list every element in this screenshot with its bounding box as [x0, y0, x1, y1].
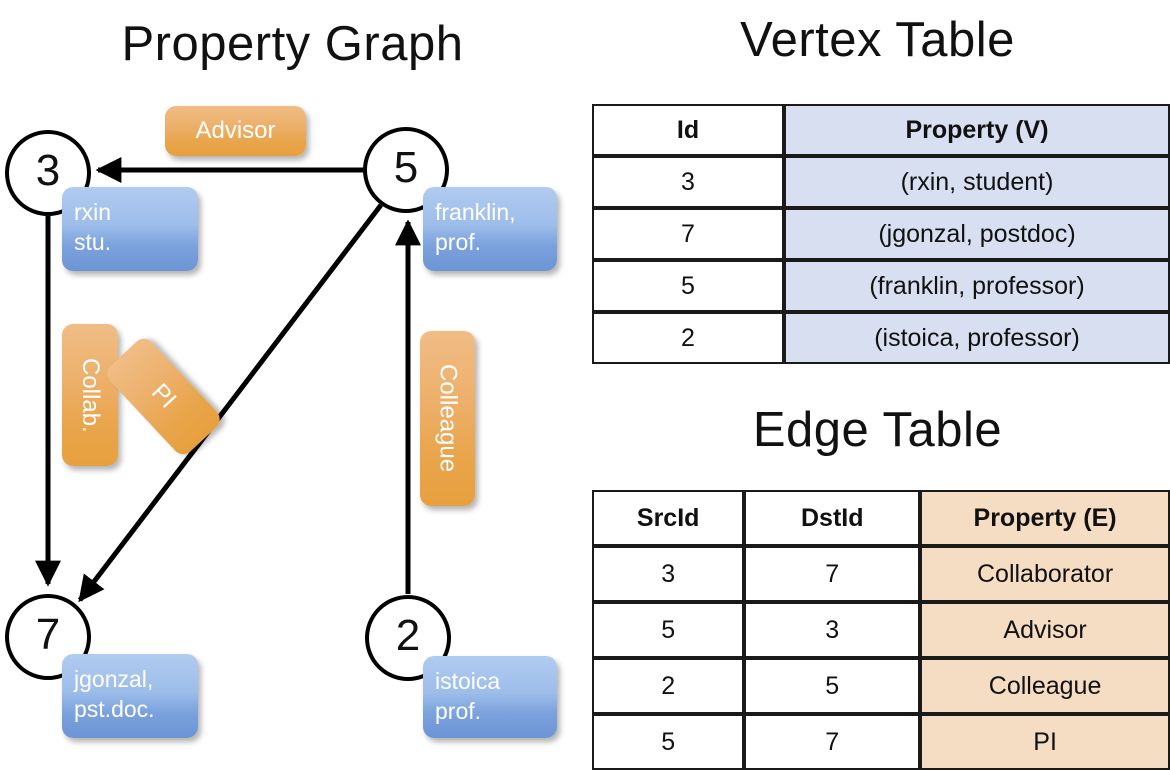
- edge-label-colleague[interactable]: Colleague: [420, 331, 475, 506]
- property-box-node-2[interactable]: istoica prof.: [423, 656, 557, 738]
- edge-row-2-src: 2: [592, 658, 745, 714]
- vertex-row-0-property: (rxin, student): [784, 156, 1170, 208]
- property-box-node-3-line2: stu.: [74, 229, 112, 255]
- edge-label-collab[interactable]: Collab.: [62, 324, 118, 466]
- property-graph-panel: 3 5 7 2 rxin stu. franklin, prof. jgonza…: [0, 0, 585, 760]
- vertex-table-header-id: Id: [592, 104, 784, 156]
- edge-row-1-src: 5: [592, 602, 745, 658]
- vertex-row-3-id: 2: [592, 312, 784, 364]
- edge-table-row[interactable]: 5 3 Advisor: [592, 602, 1170, 658]
- edge-table-title: Edge Table: [752, 403, 1003, 457]
- edge-table: SrcId DstId Property (E) 3 7 Collaborato…: [592, 490, 1170, 770]
- property-box-node-7-line2: pst.doc.: [74, 696, 155, 722]
- property-box-node-7[interactable]: jgonzal, pst.doc.: [62, 654, 198, 738]
- edge-label-advisor[interactable]: Advisor: [165, 106, 306, 156]
- edge-table-header-row: SrcId DstId Property (E): [592, 490, 1170, 546]
- graph-node-5-label: 5: [393, 143, 419, 192]
- edge-row-1-property: Advisor: [920, 602, 1170, 658]
- vertex-table-row[interactable]: 2 (istoica, professor): [592, 312, 1170, 364]
- graph-node-3-label: 3: [35, 146, 61, 195]
- edge-label-colleague-text: Colleague: [434, 364, 462, 473]
- edge-row-0-src: 3: [592, 546, 745, 602]
- edge-table-row[interactable]: 2 5 Colleague: [592, 658, 1170, 714]
- edge-label-pi-text: PI: [146, 378, 182, 414]
- edge-label-collab-text: Collab.: [77, 357, 104, 433]
- property-box-node-2-line2: prof.: [435, 698, 482, 724]
- property-box-node-3[interactable]: rxin stu.: [62, 187, 198, 271]
- vertex-table-row[interactable]: 5 (franklin, professor): [592, 260, 1170, 312]
- property-box-node-2-line1: istoica: [435, 668, 501, 694]
- edge-label-advisor-text: Advisor: [195, 117, 276, 144]
- edge-row-3-property: PI: [920, 714, 1170, 770]
- edge-table-row[interactable]: 5 7 PI: [592, 714, 1170, 770]
- edge-row-0-dst: 7: [744, 546, 921, 602]
- edge-table-row[interactable]: 3 7 Collaborator: [592, 546, 1170, 602]
- edge-table-header-dstid: DstId: [744, 490, 921, 546]
- vertex-row-2-id: 5: [592, 260, 784, 312]
- vertex-table-header-property: Property (V): [784, 104, 1170, 156]
- property-graph-title: Property Graph: [121, 17, 464, 71]
- edge-row-3-dst: 7: [744, 714, 921, 770]
- vertex-table-header-row: Id Property (V): [592, 104, 1170, 156]
- property-box-node-5-line1: franklin,: [435, 199, 516, 225]
- vertex-table-row[interactable]: 7 (jgonzal, postdoc): [592, 208, 1170, 260]
- property-box-node-3-line1: rxin: [74, 199, 112, 225]
- graph-node-7-label: 7: [35, 610, 61, 659]
- edge-table-header-srcid: SrcId: [592, 490, 745, 546]
- property-box-node-5-line2: prof.: [435, 229, 482, 255]
- graph-node-2-label: 2: [395, 611, 421, 660]
- vertex-table-row[interactable]: 3 (rxin, student): [592, 156, 1170, 208]
- edge-5-to-7: [78, 203, 383, 603]
- edge-row-3-src: 5: [592, 714, 745, 770]
- vertex-table: Id Property (V) 3 (rxin, student) 7 (jgo…: [592, 104, 1170, 364]
- edge-row-2-property: Colleague: [920, 658, 1170, 714]
- vertex-table-title: Vertex Table: [740, 13, 1015, 67]
- vertex-row-0-id: 3: [592, 156, 784, 208]
- vertex-row-3-property: (istoica, professor): [784, 312, 1170, 364]
- graph-edges-svg: [35, 157, 421, 603]
- property-box-node-5[interactable]: franklin, prof.: [423, 187, 557, 271]
- edge-row-1-dst: 3: [744, 602, 921, 658]
- edge-table-header-property: Property (E): [920, 490, 1170, 546]
- edge-row-0-property: Collaborator: [920, 546, 1170, 602]
- vertex-row-1-property: (jgonzal, postdoc): [784, 208, 1170, 260]
- graph-node-5[interactable]: 5: [363, 127, 449, 213]
- edge-row-2-dst: 5: [744, 658, 921, 714]
- property-box-node-7-line1: jgonzal,: [74, 666, 154, 692]
- vertex-row-1-id: 7: [592, 208, 784, 260]
- graph-node-2[interactable]: 2: [365, 595, 451, 681]
- vertex-row-2-property: (franklin, professor): [784, 260, 1170, 312]
